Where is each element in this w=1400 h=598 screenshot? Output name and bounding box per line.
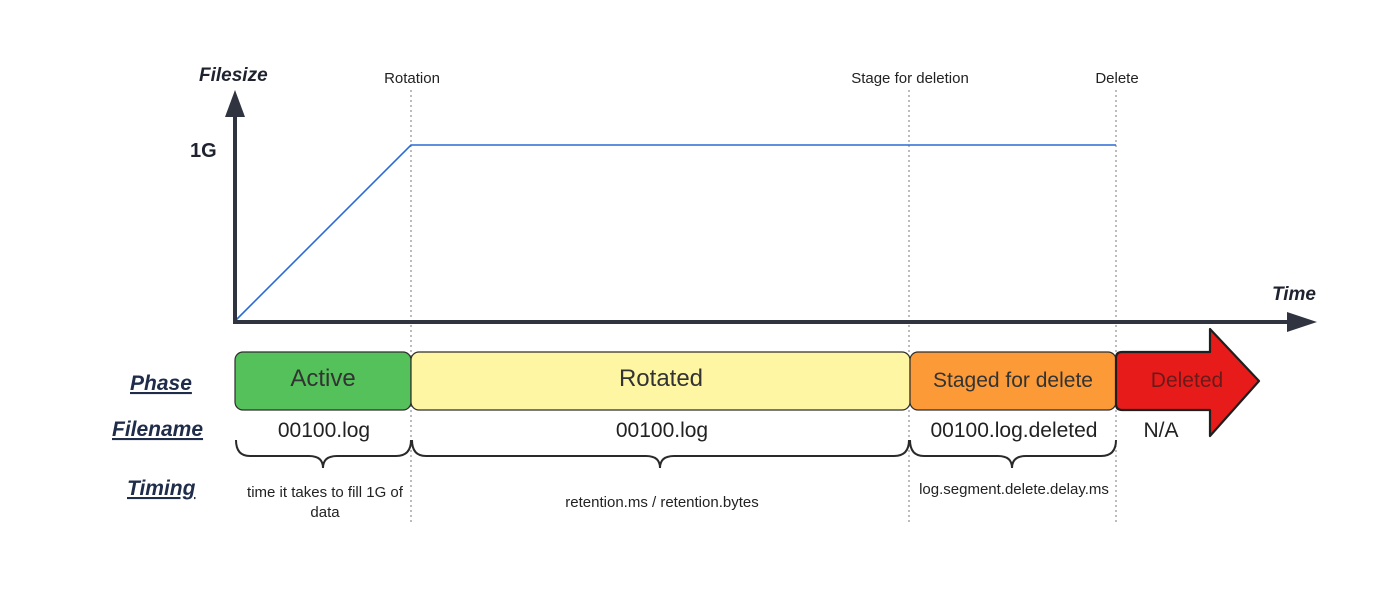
delete-label: Delete: [1095, 70, 1138, 87]
y-axis-title: Filesize: [199, 65, 268, 86]
filesize-line: [235, 144, 1116, 321]
phase-deleted-label: Deleted: [1151, 369, 1223, 392]
brace-active: [235, 439, 412, 469]
filename-deleted: N/A: [1143, 419, 1178, 442]
x-axis-arrowhead: [1287, 312, 1317, 332]
timing-row-title: Timing: [127, 477, 196, 500]
phase-active-label: Active: [290, 365, 355, 392]
brace-staged: [909, 439, 1117, 469]
timing-staged: log.segment.delete.delay.ms: [919, 481, 1109, 498]
timing-active-line2: data: [310, 504, 340, 521]
filename-row-title: Filename: [112, 418, 203, 441]
rotation-label: Rotation: [384, 70, 440, 87]
phase-rotated-label: Rotated: [619, 365, 703, 392]
y-axis-arrowhead: [225, 90, 245, 117]
phase-staged-label: Staged for delete: [933, 369, 1093, 392]
y-tick-1g: 1G: [190, 140, 217, 162]
timing-rotated: retention.ms / retention.bytes: [565, 494, 758, 511]
x-axis-title: Time: [1272, 284, 1316, 305]
phase-row-title: Phase: [130, 372, 192, 395]
filename-rotated: 00100.log: [616, 419, 708, 442]
phase-deleted-arrow: [1114, 327, 1261, 438]
brace-rotated: [411, 439, 910, 469]
filename-staged: 00100.log.deleted: [931, 419, 1098, 442]
stage-for-deletion-label: Stage for deletion: [851, 70, 969, 87]
filename-active: 00100.log: [278, 419, 370, 442]
timing-active-line1: time it takes to fill 1G of: [247, 484, 404, 501]
